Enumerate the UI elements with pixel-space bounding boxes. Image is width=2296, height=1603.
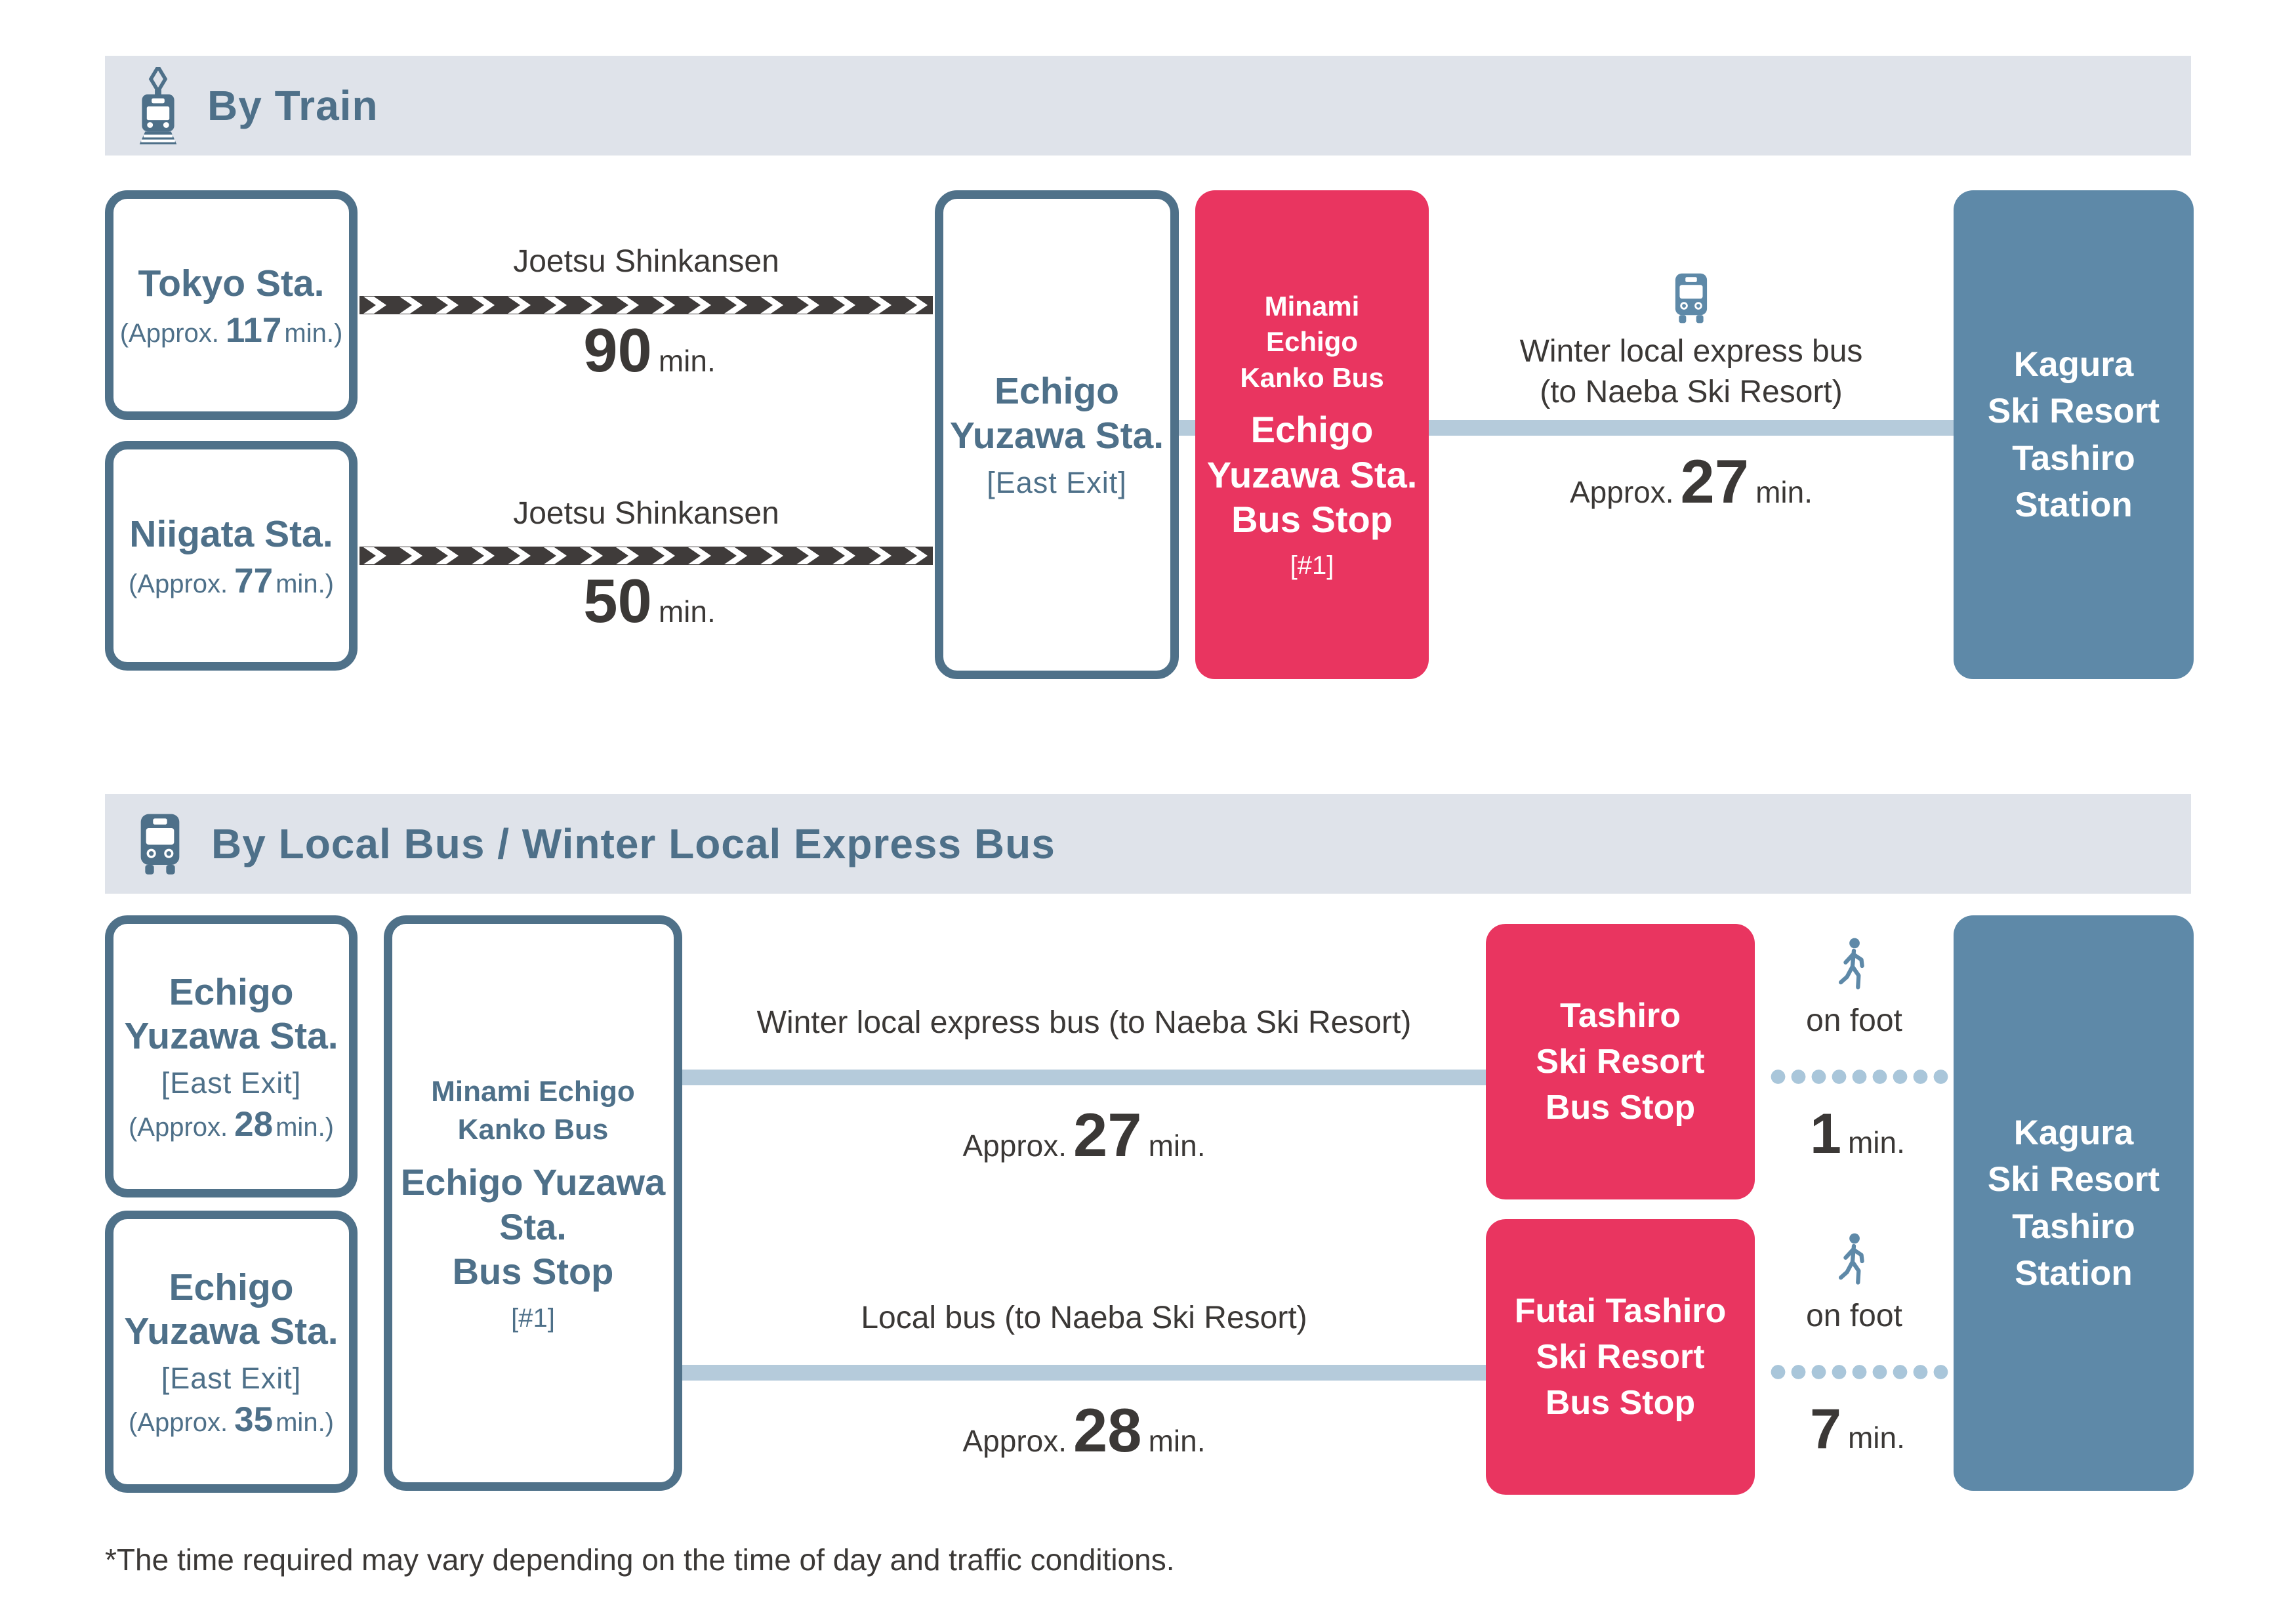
destination-name: Kagura Ski Resort Tashiro Station [1987, 345, 2160, 524]
note-suffix: min.) [276, 1113, 334, 1142]
exit-label: [East Exit] [987, 465, 1127, 499]
note-prefix: (Approx. [128, 569, 228, 598]
section-title-by-local-bus: By Local Bus / Winter Local Express Bus [211, 820, 1056, 867]
bus-leg-label: Winter local express bus (to Naeba Ski R… [756, 1005, 1412, 1040]
bus-route-line [676, 1365, 1489, 1381]
duration-unit: min. [1755, 475, 1813, 509]
header-by-train: By Train [105, 56, 2191, 156]
duration-minutes: 28 [1073, 1396, 1142, 1465]
bus-leg-duration: Approx. 27 min. [682, 1100, 1486, 1169]
exit-label: [East Exit] [161, 1066, 302, 1100]
header-by-local-bus: By Local Bus / Winter Local Express Bus [105, 794, 2191, 894]
train-icon [134, 67, 182, 144]
bus-stop-name: Tashiro Ski Resort Bus Stop [1536, 996, 1705, 1127]
rail-duration: 50 min. [359, 566, 933, 635]
duration-unit: min. [1148, 1424, 1206, 1458]
shinkansen-track-arrow [359, 547, 933, 565]
approx-label: Approx. [962, 1129, 1067, 1163]
note-suffix: min.) [284, 318, 343, 348]
destination-box-kagura: Kagura Ski Resort Tashiro Station [1954, 915, 2194, 1491]
walk-duration: 7 min. [1755, 1398, 1954, 1461]
origin-box-echigo-yuzawa-1: Echigo Yuzawa Sta. [East Exit] (Approx.2… [105, 915, 358, 1197]
bus-leg-duration: Approx. 27 min. [1429, 447, 1954, 516]
section-title-by-train: By Train [207, 82, 379, 129]
bus-stop-name: Echigo Yuzawa Sta. Bus Stop [1206, 409, 1418, 541]
duration-minutes: 7 [1810, 1398, 1841, 1461]
note-minutes: 35 [234, 1400, 274, 1440]
duration-minutes: 27 [1073, 1100, 1142, 1169]
walking-person-icon [1832, 937, 1876, 998]
bus-stop-platform: [#1] [1290, 551, 1334, 581]
bus-route-line [676, 1070, 1489, 1085]
bus-leg-duration: Approx. 28 min. [682, 1396, 1486, 1465]
note-minutes: 117 [225, 310, 282, 350]
on-foot-label: on foot [1806, 1003, 1902, 1038]
destination-box-kagura: Kagura Ski Resort Tashiro Station [1954, 190, 2194, 679]
station-name: Tokyo Sta. [138, 262, 325, 305]
duration-minutes: 50 [583, 566, 652, 635]
shinkansen-track-arrow [359, 296, 933, 314]
bus-stop-name: Echigo Yuzawa Sta. Bus Stop [400, 1161, 666, 1293]
bus-stop-box-futai-tashiro: Futai Tashiro Ski Resort Bus Stop [1486, 1219, 1755, 1495]
note-minutes: 28 [234, 1105, 274, 1144]
station-name: Echigo Yuzawa Sta. [949, 370, 1164, 457]
destination-name: Kagura Ski Resort Tashiro Station [1987, 1114, 2160, 1293]
duration-minutes: 1 [1810, 1102, 1841, 1165]
duration-unit: min. [1847, 1125, 1905, 1159]
station-name: Echigo Yuzawa Sta. [124, 1266, 338, 1352]
walk-duration: 1 min. [1755, 1102, 1954, 1165]
walking-person-icon [1832, 1232, 1876, 1293]
station-name: Echigo Yuzawa Sta. [124, 970, 338, 1057]
bus-company-label: Minami Echigo Kanko Bus [431, 1075, 635, 1146]
bus-stop-box-tashiro: Tashiro Ski Resort Bus Stop [1486, 924, 1755, 1199]
station-name: Niigata Sta. [129, 513, 333, 556]
duration-unit: min. [658, 344, 716, 378]
bus-leg-label: Local bus (to Naeba Ski Resort) [861, 1301, 1307, 1335]
bus-stop-name: Futai Tashiro Ski Resort Bus Stop [1514, 1291, 1727, 1423]
origin-box-echigo-yuzawa-2: Echigo Yuzawa Sta. [East Exit] (Approx.3… [105, 1211, 358, 1493]
duration-unit: min. [1847, 1421, 1905, 1455]
approx-label: Approx. [962, 1424, 1067, 1458]
hub-box-echigo-yuzawa: Echigo Yuzawa Sta. [East Exit] [935, 190, 1179, 679]
rail-duration: 90 min. [359, 316, 933, 385]
walk-dotted-line [1768, 1364, 1954, 1381]
bus-icon [1670, 268, 1713, 331]
note-prefix: (Approx. [119, 318, 219, 348]
bus-stop-box-echigo-yuzawa: Minami Echigo Kanko Bus Echigo Yuzawa St… [1195, 190, 1429, 679]
approx-label: Approx. [1570, 475, 1674, 509]
bus-stop-platform: [#1] [511, 1303, 555, 1333]
bus-icon [134, 807, 186, 881]
duration-minutes: 90 [583, 316, 652, 385]
note-minutes: 77 [234, 561, 274, 600]
note-suffix: min.) [276, 569, 334, 598]
exit-label: [East Exit] [161, 1362, 302, 1396]
walk-dotted-line [1768, 1068, 1954, 1085]
note-prefix: (Approx. [128, 1113, 228, 1142]
duration-unit: min. [1148, 1129, 1206, 1163]
bus-company-label: Minami Echigo Kanko Bus [1240, 290, 1384, 393]
bus-stop-box-echigo-yuzawa: Minami Echigo Kanko Bus Echigo Yuzawa St… [384, 915, 682, 1491]
note-suffix: min.) [276, 1408, 334, 1438]
note-prefix: (Approx. [128, 1408, 228, 1438]
rail-line-label: Joetsu Shinkansen [513, 496, 779, 531]
footnote: *The time required may vary depending on… [105, 1543, 1175, 1577]
bus-leg-label: Winter local express bus (to Naeba Ski R… [1519, 334, 1863, 410]
duration-minutes: 27 [1680, 447, 1750, 516]
rail-line-label: Joetsu Shinkansen [513, 244, 779, 279]
duration-unit: min. [658, 594, 716, 629]
on-foot-label: on foot [1806, 1299, 1902, 1333]
